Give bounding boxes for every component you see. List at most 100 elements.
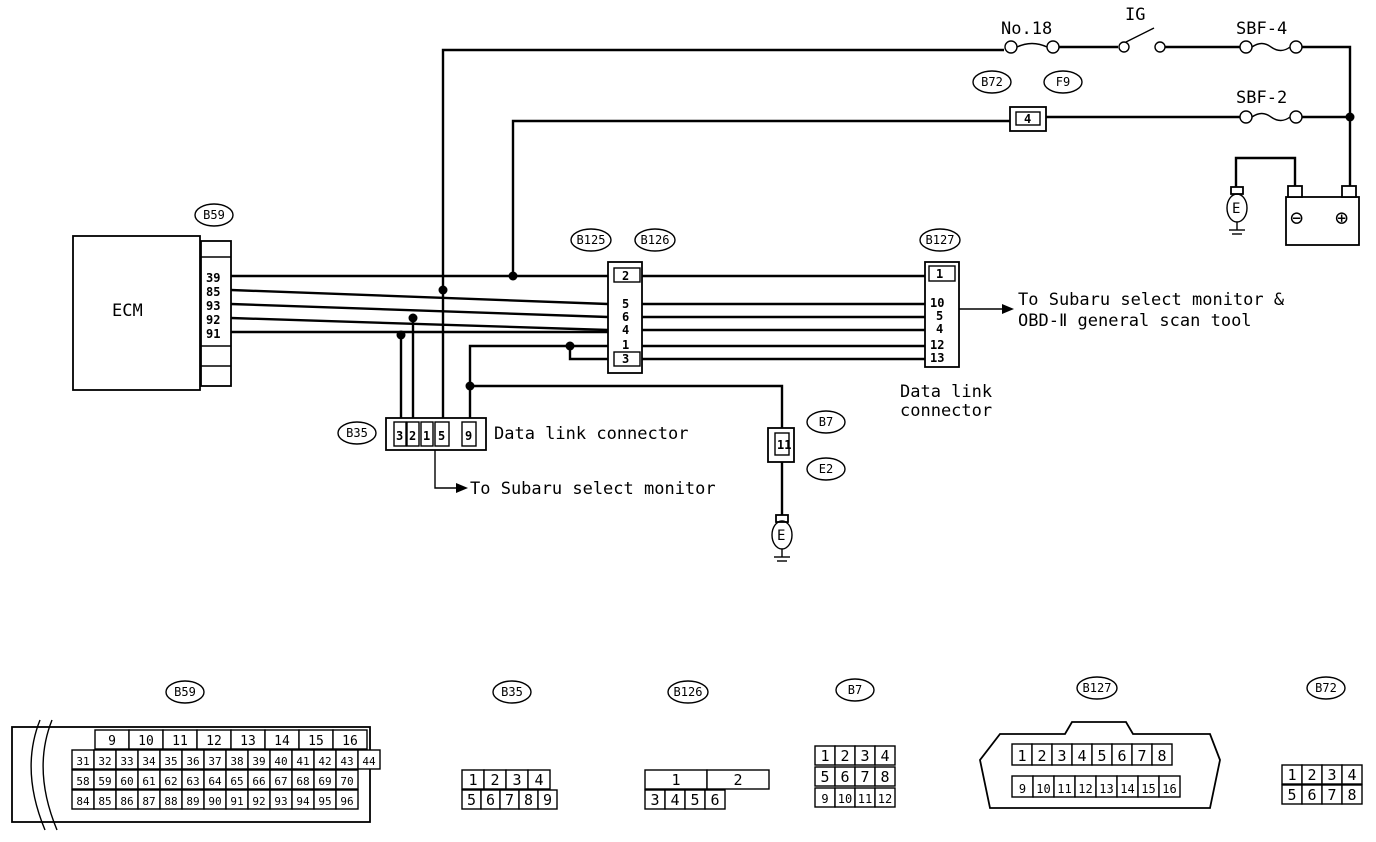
pin-number: 12 [878, 792, 892, 806]
connector-b126: 2 5 6 4 1 3 [607, 261, 643, 374]
pin-number: 5 [1097, 747, 1106, 765]
pin-number: 84 [76, 795, 90, 808]
svg-text:9: 9 [465, 429, 472, 443]
pin-number: 12 [1078, 782, 1092, 796]
pin-cell [357, 749, 381, 770]
pin-cell [704, 789, 726, 810]
pin-cell [537, 789, 558, 810]
pin-number: 6 [840, 768, 849, 786]
pin-number: 37 [208, 755, 221, 768]
pin-number: 4 [1347, 766, 1356, 784]
pin-number: 10 [138, 734, 154, 749]
pin-cell [1341, 784, 1363, 805]
pin-number: 62 [164, 775, 177, 788]
svg-text:B35: B35 [346, 426, 368, 440]
pin-number: 13 [1099, 782, 1113, 796]
pin-number: 16 [342, 734, 358, 749]
pin-cell [874, 745, 896, 766]
svg-text:5: 5 [438, 429, 445, 443]
pin-number: 31 [76, 755, 89, 768]
tag-e2: E2 [806, 457, 846, 481]
pin-number: 3 [860, 747, 869, 765]
pin-number: 5 [690, 791, 699, 809]
fuse-sbf4: SBF-4 [1236, 19, 1303, 54]
svg-text:F9: F9 [1056, 75, 1070, 89]
pin-number: 15 [308, 734, 324, 749]
pin-cell [335, 769, 359, 790]
pin-cell [1151, 743, 1173, 766]
svg-text:B59: B59 [174, 685, 196, 699]
svg-text:B7: B7 [819, 415, 833, 429]
pin-number: 9 [821, 792, 828, 806]
pin-number: 89 [186, 795, 199, 808]
svg-text:B127: B127 [926, 233, 955, 247]
pin-number: 7 [1137, 747, 1146, 765]
pin-cell [1341, 764, 1363, 785]
sbf4-label: SBF-4 [1236, 19, 1287, 39]
pin-number: 33 [120, 755, 133, 768]
pin-number: 91 [230, 795, 243, 808]
fuse-sbf2: SBF-2 [1236, 88, 1303, 124]
pin-number: 92 [252, 795, 265, 808]
pin-number: 7 [1327, 786, 1336, 804]
pin-number: 4 [1077, 747, 1086, 765]
ecm-pins: 39 85 93 92 91 [206, 271, 220, 341]
pin-number: 9 [1019, 782, 1026, 796]
pin-number: 8 [880, 768, 889, 786]
battery-minus-icon: ⊖ [1290, 206, 1303, 231]
svg-text:6: 6 [622, 310, 629, 324]
pin-cell [332, 729, 368, 750]
svg-text:5: 5 [936, 309, 943, 323]
pin-number: 13 [240, 734, 256, 749]
svg-text:92: 92 [206, 313, 220, 327]
pin-number: 8 [1347, 786, 1356, 804]
pin-number: 10 [838, 792, 852, 806]
pin-number: 11 [172, 734, 188, 749]
pin-number: 86 [120, 795, 133, 808]
pin-number: 4 [880, 747, 889, 765]
tag-b35: B35 [337, 421, 377, 445]
pin-number: 8 [524, 791, 533, 809]
battery: ⊖ ⊕ [1285, 185, 1360, 246]
pin-number: 59 [98, 775, 111, 788]
svg-text:B125: B125 [577, 233, 606, 247]
svg-text:85: 85 [206, 285, 220, 299]
pin-number: 2 [733, 771, 742, 789]
pin-number: 69 [318, 775, 331, 788]
pin-number: 96 [340, 795, 353, 808]
pin-number: 1 [468, 771, 477, 789]
fuse-no18-label: No.18 [1001, 19, 1052, 39]
pin-number: 44 [362, 755, 376, 768]
pin-number: 95 [318, 795, 331, 808]
pin-number: 7 [860, 768, 869, 786]
pin-number: 12 [206, 734, 222, 749]
pin-number: 58 [76, 775, 89, 788]
tag-b125: B125 [570, 228, 612, 252]
svg-text:B126: B126 [641, 233, 670, 247]
pin-number: 1 [671, 771, 680, 789]
connector-b72-inline: 4 [1009, 106, 1047, 132]
pin-number: 2 [1307, 766, 1316, 784]
pin-cell [335, 789, 359, 810]
dlc-b127-label-1: Data link [900, 382, 992, 402]
svg-text:39: 39 [206, 271, 220, 285]
pin-number: 10 [1036, 782, 1050, 796]
pin-number: 38 [230, 755, 243, 768]
svg-text:2: 2 [409, 429, 416, 443]
pin-number: 61 [142, 775, 155, 788]
pin-number: 2 [1037, 747, 1046, 765]
to-ssm-obd-label-2: OBD-Ⅱ general scan tool [1018, 311, 1252, 331]
ig-label: IG [1125, 5, 1145, 25]
pin-number: 6 [1307, 786, 1316, 804]
pin-number: 43 [340, 755, 353, 768]
tag-b59: B59 [194, 203, 234, 227]
pin-number: 4 [534, 771, 543, 789]
svg-text:B35: B35 [501, 685, 523, 699]
pin-number: 7 [505, 791, 514, 809]
tag-b127: B127 [919, 228, 961, 252]
